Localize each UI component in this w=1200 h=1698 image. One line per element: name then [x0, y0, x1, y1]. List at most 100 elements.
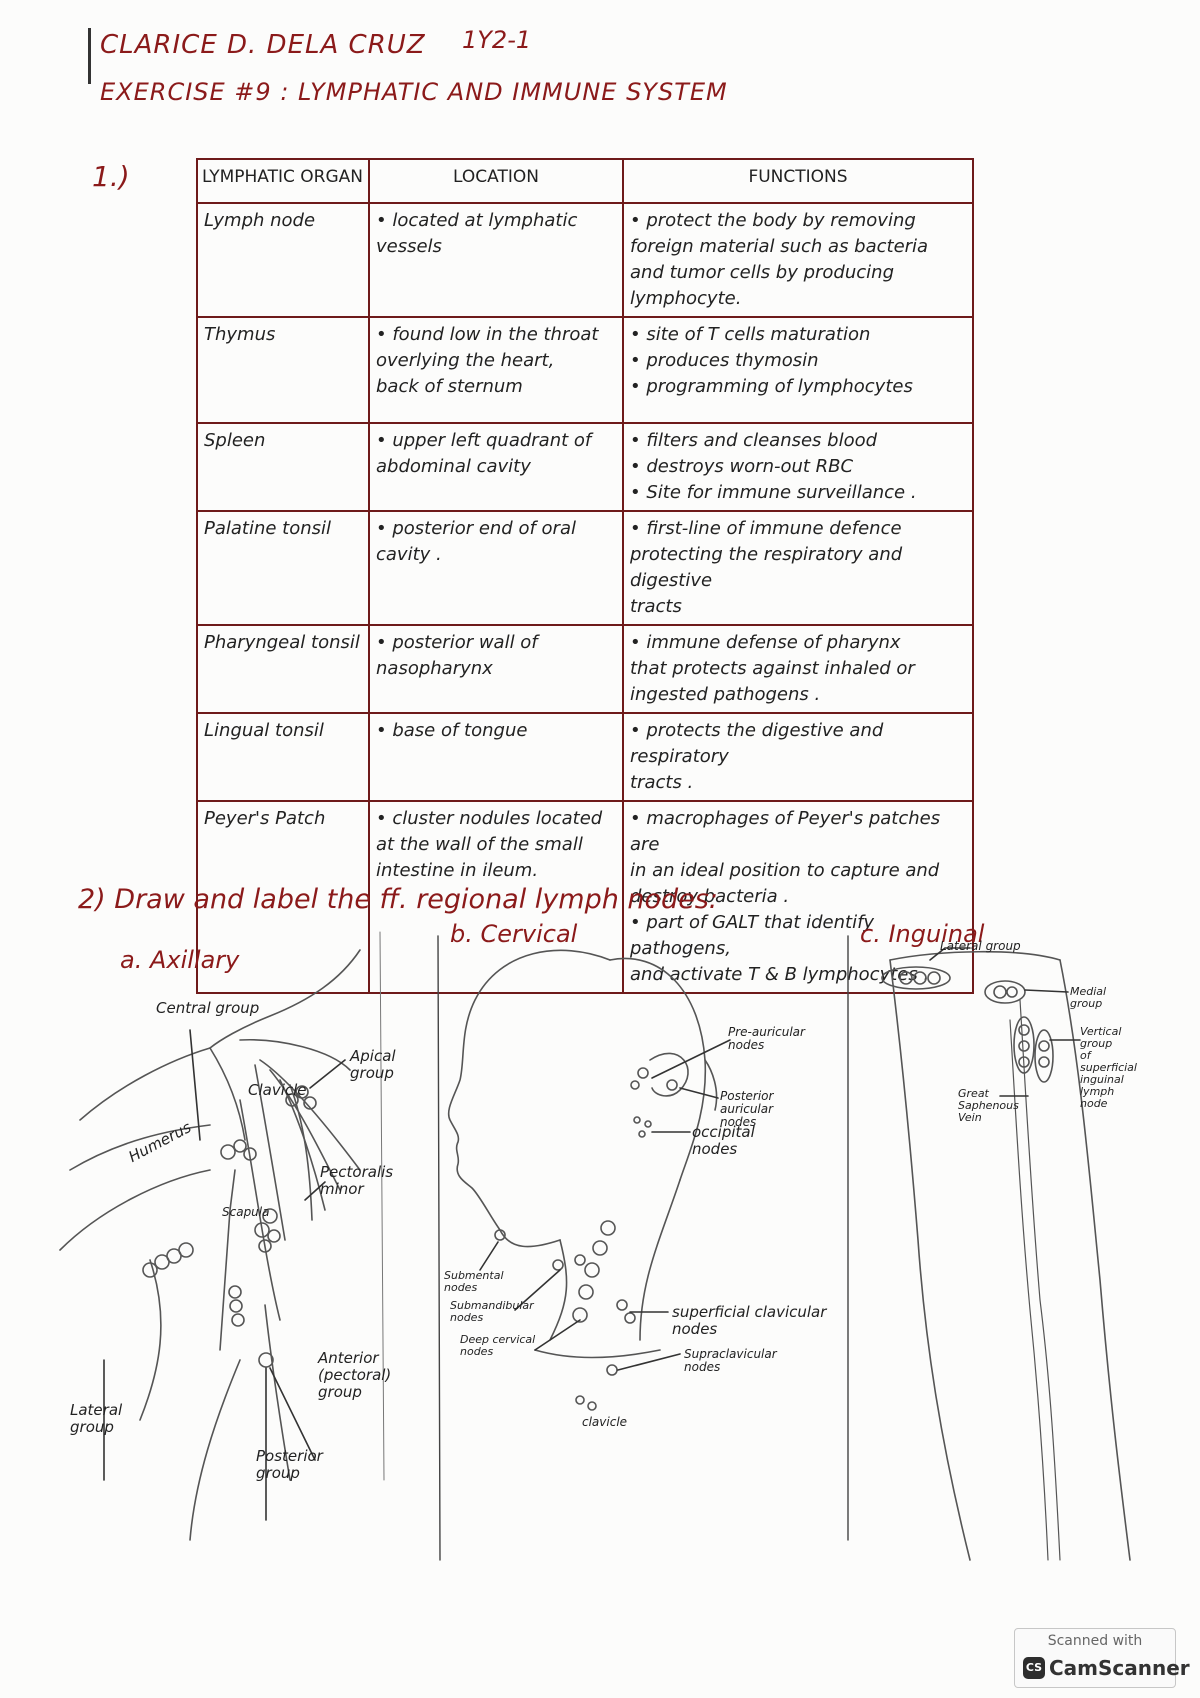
- functions-line: in an ideal position to capture and: [630, 860, 940, 881]
- functions-line: and tumor cells by producing lymphocyte.: [630, 262, 894, 309]
- location-line: • posterior end of oral: [376, 518, 576, 539]
- axillary-title: a. Axillary: [120, 946, 240, 974]
- label-apical-group: Apical group: [350, 1047, 396, 1082]
- location-line: nasopharynx: [376, 658, 493, 679]
- functions-line: foreign material such as bacteria: [630, 236, 929, 257]
- functions-line: and activate T & B lymphocytes .: [630, 964, 930, 985]
- functions-line: • site of T cells maturation: [630, 324, 871, 345]
- functions-line: tracts: [630, 596, 682, 617]
- label-posterior-group: Posterior group: [256, 1447, 323, 1482]
- table-row: Pharyngeal tonsil • posterior wall of naso…: [196, 624, 974, 714]
- label-preauricular-nodes: Pre-auricular nodes: [728, 1025, 805, 1052]
- organ-name: Peyer's Patch: [204, 808, 326, 829]
- functions-line: that protects against inhaled or: [630, 658, 915, 679]
- cell-location: • posterior end of oral cavity .: [368, 510, 624, 626]
- column-header-organ: LYMPHATIC ORGAN: [196, 158, 370, 204]
- lymphatic-organ-table: LYMPHATIC ORGAN LOCATION FUNCTIONS Lymph…: [196, 158, 974, 994]
- location-line: at the wall of the small: [376, 834, 583, 855]
- functions-line: • protect the body by removing: [630, 210, 916, 231]
- organ-name: Palatine tonsil: [204, 518, 332, 539]
- functions-line: tracts .: [630, 772, 694, 793]
- label-superficial-clavicular-nodes: superficial clavicular nodes: [672, 1303, 827, 1338]
- watermark-line2: CamScanner: [1049, 1656, 1190, 1680]
- regional-lymph-nodes-drawing: a. Axillary b. Cervical c. Inguinal Cent…: [40, 920, 1170, 1580]
- functions-line: • protects the digestive and respiratory: [630, 720, 884, 767]
- location-line: • upper left quadrant of: [376, 430, 592, 451]
- label-pectoralis-minor: Pectoralis minor: [320, 1163, 394, 1198]
- cell-functions: • immune defense of pharynx that protects…: [622, 624, 974, 714]
- location-line: • base of tongue: [376, 720, 528, 741]
- functions-line: • filters and cleanses blood: [630, 430, 878, 451]
- label-great-saphenous-vein: Great Saphenous Vein: [958, 1087, 1019, 1124]
- cell-location: • found low in the throat overlying the h…: [368, 316, 624, 424]
- label-occipital-nodes: occipital nodes: [692, 1123, 755, 1158]
- exercise-title: EXERCISE #9 : LYMPHATIC AND IMMUNE SYSTE…: [100, 78, 728, 106]
- label-submandibular-nodes: Submandibular nodes: [450, 1299, 534, 1324]
- cell-location: • upper left quadrant of abdominal cavity: [368, 422, 624, 512]
- label-lateral-group: Lateral group: [70, 1401, 123, 1436]
- location-line: intestine in ileum.: [376, 860, 539, 881]
- location-line: • found low in the throat: [376, 324, 599, 345]
- section-code: 1Y2-1: [462, 26, 532, 54]
- cell-location: • posterior wall of nasopharynx: [368, 624, 624, 714]
- location-line: abdominal cavity: [376, 456, 531, 477]
- functions-line: • immune defense of pharynx: [630, 632, 901, 653]
- location-line: cavity .: [376, 544, 442, 565]
- label-clavicle: Clavicle: [248, 1081, 307, 1099]
- functions-line: • macrophages of Peyer's patches are: [630, 808, 941, 855]
- organ-name: Thymus: [204, 324, 276, 345]
- label-posterior-auricular-nodes: Posterior auricular nodes: [720, 1089, 774, 1129]
- cell-functions: • protect the body by removing foreign ma…: [622, 202, 974, 318]
- functions-line: • Site for immune surveillance .: [630, 482, 917, 503]
- cell-organ: Peyer's Patch: [196, 800, 370, 994]
- location-line: • posterior wall of: [376, 632, 538, 653]
- pencil-sketches: [59, 931, 1131, 1561]
- table-row: Palatine tonsil • posterior end of oral ca…: [196, 510, 974, 626]
- label-anterior-group: Anterior (pectoral) group: [318, 1349, 392, 1401]
- cell-organ: Thymus: [196, 316, 370, 424]
- column-header-functions: FUNCTIONS: [622, 158, 974, 204]
- cell-organ: Spleen: [196, 422, 370, 512]
- cell-location: • base of tongue: [368, 712, 624, 802]
- functions-line: • part of GALT that identify pathogens,: [630, 912, 875, 959]
- cell-organ: Pharyngeal tonsil: [196, 624, 370, 714]
- cell-organ: Palatine tonsil: [196, 510, 370, 626]
- functions-line: • destroys worn-out RBC: [630, 456, 854, 477]
- label-submental-nodes: Submental nodes: [444, 1269, 504, 1294]
- label-scapula: Scapula: [222, 1205, 270, 1219]
- label-deep-cervical-nodes: Deep cervical nodes: [460, 1333, 536, 1358]
- functions-line: ingested pathogens .: [630, 684, 821, 705]
- label-lateral-group-inguinal: Lateral group: [940, 939, 1021, 953]
- organ-name: Lingual tonsil: [204, 720, 324, 741]
- functions-line: • first-line of immune defence: [630, 518, 902, 539]
- student-name: CLARICE D. DELA CRUZ: [100, 30, 426, 60]
- location-line: back of sternum: [376, 376, 523, 397]
- location-line: • located at lymphatic: [376, 210, 578, 231]
- table-header-row: LYMPHATIC ORGAN LOCATION FUNCTIONS: [196, 158, 974, 204]
- table-row: Thymus • found low in the throat overlying…: [196, 316, 974, 424]
- label-supraclavicular-nodes: Supraclavicular nodes: [684, 1347, 777, 1374]
- functions-line: • programming of lymphocytes: [630, 376, 913, 397]
- question-1-number: 1.): [92, 160, 130, 193]
- cervical-title: b. Cervical: [450, 920, 578, 948]
- organ-name: Pharyngeal tonsil: [204, 632, 360, 653]
- cell-functions: • protects the digestive and respiratory…: [622, 712, 974, 802]
- cell-functions: • first-line of immune defence protecting…: [622, 510, 974, 626]
- label-central-group: Central group: [156, 999, 260, 1017]
- cell-functions: • macrophages of Peyer's patches are in a…: [622, 800, 974, 994]
- location-line: overlying the heart,: [376, 350, 555, 371]
- cell-organ: Lingual tonsil: [196, 712, 370, 802]
- label-medial-group: Medial group: [1070, 985, 1107, 1010]
- table-row: Spleen • upper left quadrant of abdominal …: [196, 422, 974, 512]
- functions-line: protecting the respiratory and digestive: [630, 544, 903, 591]
- functions-line: destroy bacteria .: [630, 886, 790, 907]
- table-row: Lingual tonsil • base of tongue • protects…: [196, 712, 974, 802]
- camscanner-watermark: Scanned with CS CamScanner: [1014, 1628, 1190, 1688]
- camscanner-logo-icon: CS: [1023, 1657, 1045, 1679]
- inguinal-title: c. Inguinal: [860, 920, 985, 948]
- label-vertical-group: Vertical group of superficial inguinal l…: [1080, 1025, 1137, 1110]
